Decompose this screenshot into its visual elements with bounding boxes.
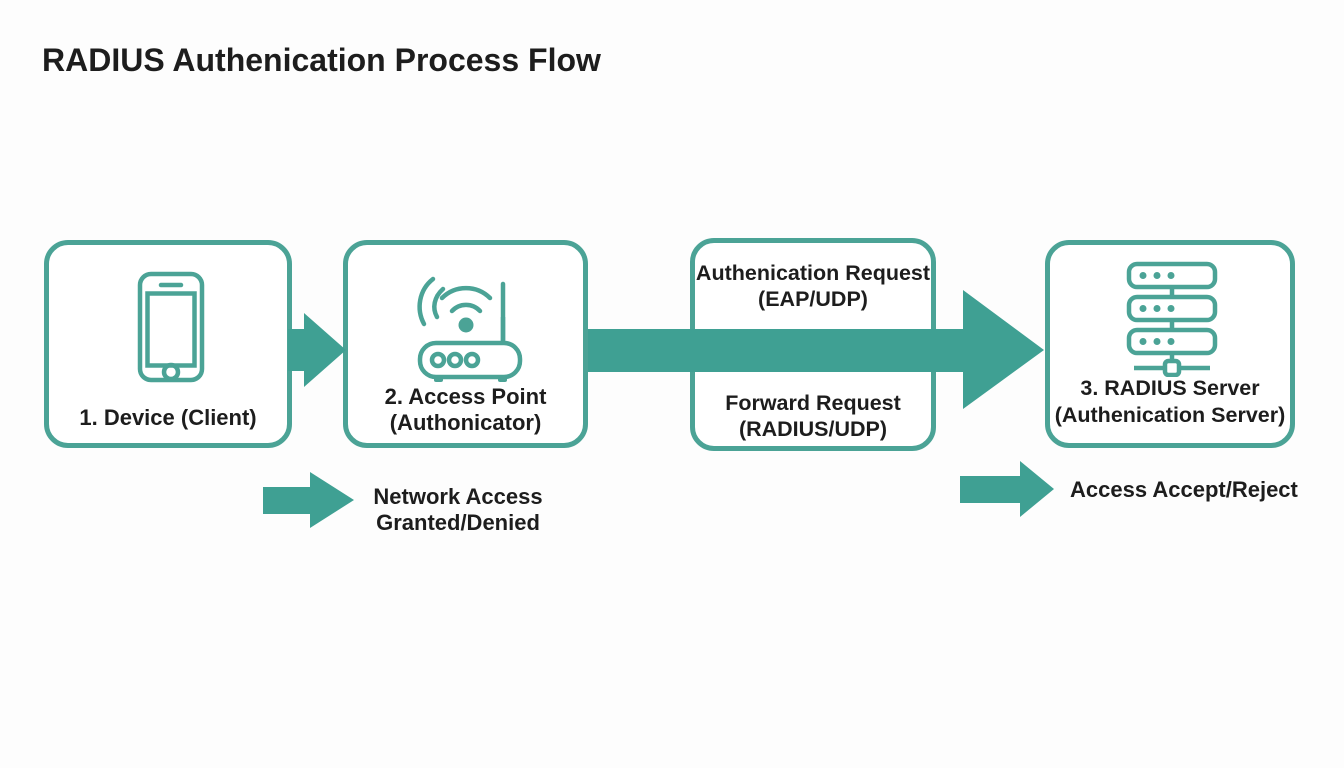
device-label: 1. Device (Client) xyxy=(79,405,257,430)
radius-server-label-line2: (Authenication Server) xyxy=(1054,403,1286,427)
radius-server-label-line1: 3. RADIUS Server xyxy=(1080,376,1260,400)
arrow-access-result-icon xyxy=(960,461,1054,517)
network-access-line1: Network Access xyxy=(373,484,543,509)
access-point-label-line1: 2. Access Point xyxy=(384,384,547,409)
forward-request-line1: Forward Request xyxy=(725,391,901,415)
page-title: RADIUS Authenication Process Flow xyxy=(42,42,601,78)
network-access-label: Network Access Granted/Denied xyxy=(368,484,548,536)
forward-request-label: Forward Request (RADIUS/UDP) xyxy=(695,390,931,442)
access-point-label-line2: (Authonicator) xyxy=(389,410,542,435)
access-point-label: 2. Access Point (Authonicator) xyxy=(348,384,583,436)
authentication-request-line2: (EAP/UDP) xyxy=(758,287,868,311)
forward-request-line2: (RADIUS/UDP) xyxy=(738,417,888,441)
node-access-point: 2. Access Point (Authonicator) xyxy=(343,240,588,448)
flow-label-box: Authenication Request (EAP/UDP) Forward … xyxy=(690,238,936,451)
arrow-device-to-ap-icon xyxy=(288,313,346,387)
node-device-client: 1. Device (Client) xyxy=(44,240,292,448)
node-radius-server: 3. RADIUS Server (Authenication Server) xyxy=(1045,240,1295,448)
smartphone-icon xyxy=(137,271,205,383)
server-stack-icon xyxy=(1126,261,1218,377)
authentication-request-label: Authenication Request (EAP/UDP) xyxy=(695,260,931,312)
arrow-network-access-icon xyxy=(263,472,354,528)
access-accept-reject-label: Access Accept/Reject xyxy=(1070,477,1298,502)
authentication-request-line1: Authenication Request xyxy=(695,261,931,285)
network-access-line2: Granted/Denied xyxy=(376,510,540,535)
wifi-router-icon xyxy=(417,276,523,382)
radius-server-label: 3. RADIUS Server (Authenication Server) xyxy=(1050,375,1290,429)
